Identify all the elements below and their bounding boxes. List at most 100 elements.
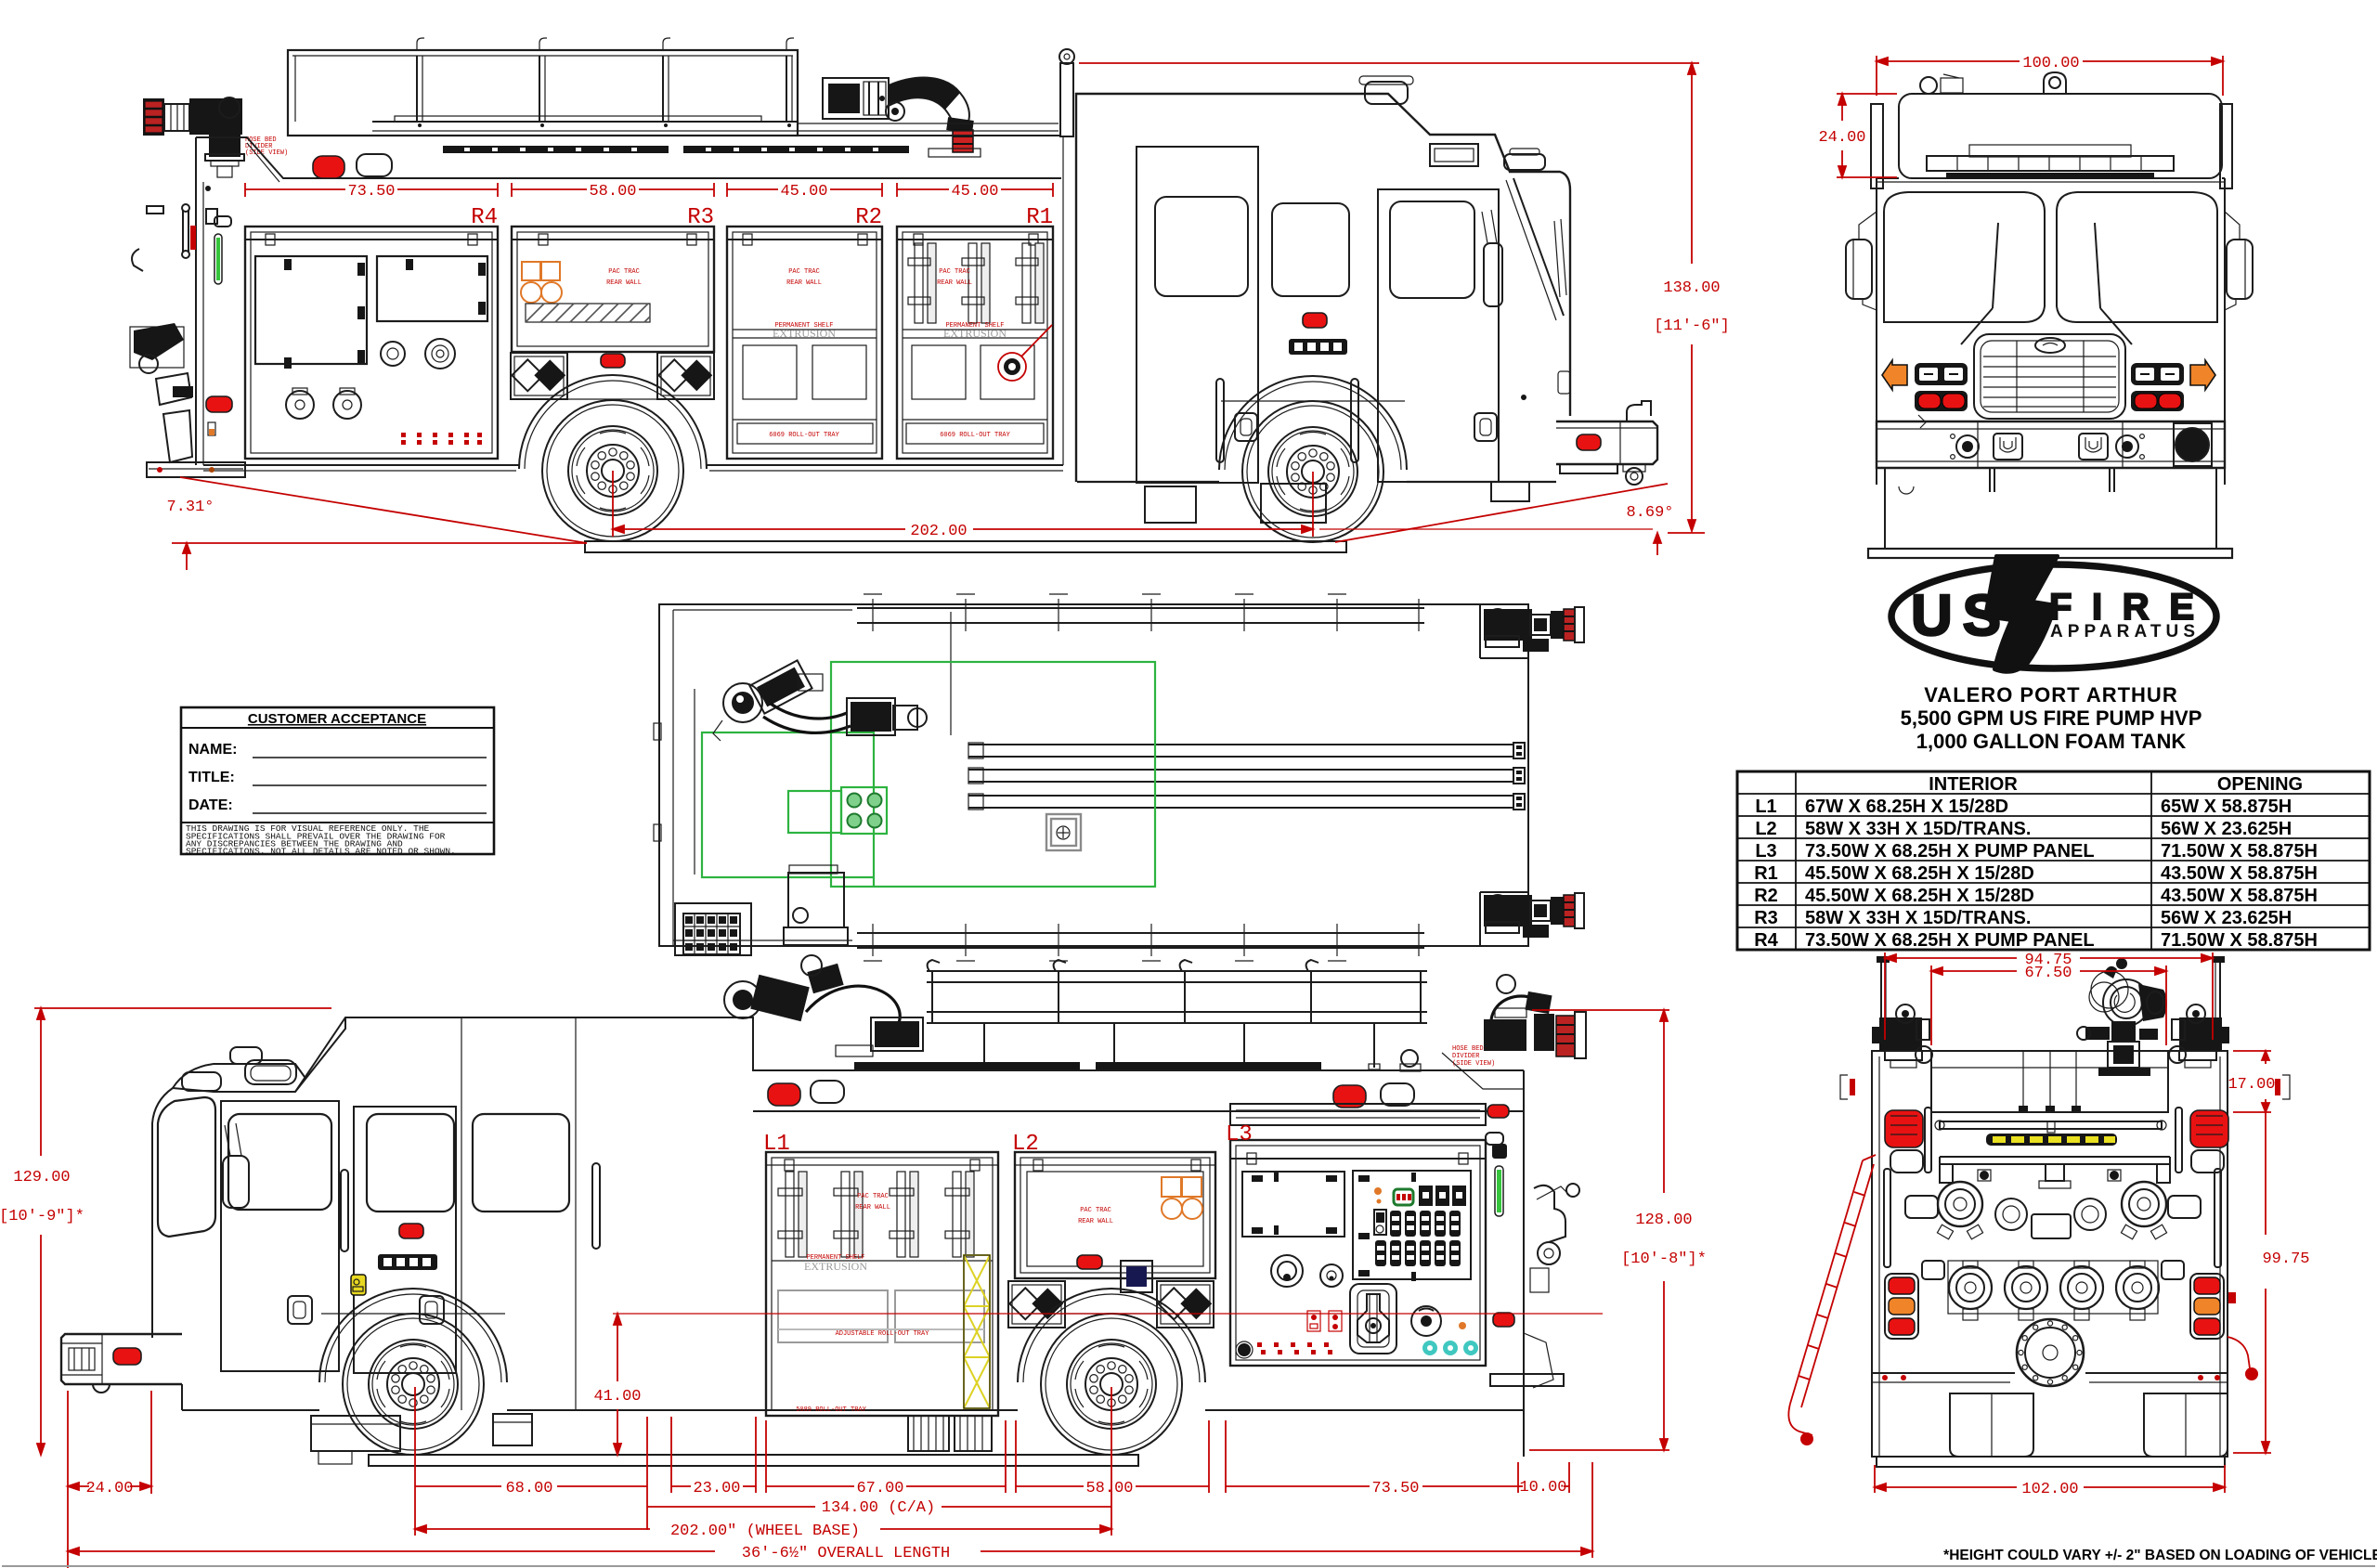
svg-text:56W X 23.625H: 56W X 23.625H xyxy=(2161,819,2292,839)
svg-text:10.00: 10.00 xyxy=(1519,1479,1566,1497)
svg-text:REAR WALL: REAR WALL xyxy=(855,1204,890,1212)
svg-text:94.75: 94.75 xyxy=(2024,952,2072,969)
svg-text:REAR WALL: REAR WALL xyxy=(786,279,822,287)
svg-text:REAR WALL: REAR WALL xyxy=(1078,1218,1113,1225)
svg-text:EXTRUSION: EXTRUSION xyxy=(804,1260,867,1273)
svg-text:R4: R4 xyxy=(471,205,498,230)
svg-text:73.50: 73.50 xyxy=(347,183,395,201)
svg-text:ADJUSTABLE ROLL-OUT TRAY: ADJUSTABLE ROLL-OUT TRAY xyxy=(836,1330,930,1338)
svg-text:ANY DISCREPANCIES BETWEEN THE: ANY DISCREPANCIES BETWEEN THE DRAWING AN… xyxy=(186,839,403,849)
svg-text:L3: L3 xyxy=(1226,1122,1253,1147)
svg-text:EXTRUSION: EXTRUSION xyxy=(943,327,1007,340)
svg-text:102.00: 102.00 xyxy=(2021,1481,2078,1498)
svg-text:APPARATUS: APPARATUS xyxy=(2050,622,2195,641)
svg-text:R3: R3 xyxy=(1754,908,1778,928)
svg-text:[11'-6″]: [11'-6″] xyxy=(1654,317,1730,335)
svg-text:71.50W X 58.875H: 71.50W X 58.875H xyxy=(2161,930,2318,951)
svg-text:24.00: 24.00 xyxy=(1818,129,1865,147)
svg-text:HOSE BED: HOSE BED xyxy=(1452,1045,1484,1053)
svg-text:43.50W X 58.875H: 43.50W X 58.875H xyxy=(2161,886,2318,906)
svg-text:PAC TRAC: PAC TRAC xyxy=(608,268,640,276)
svg-text:5,500 GPM US FIRE PUMP HVP: 5,500 GPM US FIRE PUMP HVP xyxy=(1901,706,2202,730)
svg-text:45.50W X 68.25H X 15/28D: 45.50W X 68.25H X 15/28D xyxy=(1805,886,2034,906)
svg-text:PERMANENT SHELF: PERMANENT SHELF xyxy=(774,322,833,330)
svg-text:PAC TRAC: PAC TRAC xyxy=(788,268,820,276)
svg-text:8.69°: 8.69° xyxy=(1626,504,1673,522)
svg-text:R2: R2 xyxy=(855,205,882,230)
svg-text:*HEIGHT COULD VARY +/- 2" BASE: *HEIGHT COULD VARY +/- 2" BASED ON LOADI… xyxy=(1943,1548,2377,1563)
svg-text:73.50W X 68.25H X PUMP PANEL: 73.50W X 68.25H X PUMP PANEL xyxy=(1805,930,2095,951)
svg-text:SPECIFICATIONS SHALL PREVAIL O: SPECIFICATIONS SHALL PREVAIL OVER THE DR… xyxy=(186,832,446,842)
svg-text:58.00: 58.00 xyxy=(589,183,636,201)
svg-text:PAC TRAC: PAC TRAC xyxy=(939,268,970,276)
svg-text:24.00: 24.00 xyxy=(85,1480,133,1497)
svg-text:41.00: 41.00 xyxy=(593,1388,641,1406)
svg-text:6069 ROLL-OUT TRAY: 6069 ROLL-OUT TRAY xyxy=(769,432,839,439)
svg-text:58W X 33H X 15D/TRANS.: 58W X 33H X 15D/TRANS. xyxy=(1805,908,2031,928)
svg-text:129.00: 129.00 xyxy=(13,1169,70,1186)
svg-text:INTERIOR: INTERIOR xyxy=(1929,774,2018,795)
svg-text:R4: R4 xyxy=(1754,930,1778,951)
svg-text:(SIDE VIEW): (SIDE VIEW) xyxy=(245,149,288,157)
svg-text:6069 ROLL-OUT TRAY: 6069 ROLL-OUT TRAY xyxy=(940,432,1010,439)
svg-text:TITLE:: TITLE: xyxy=(188,770,235,785)
svg-text:OPENING: OPENING xyxy=(2217,774,2303,795)
svg-text:[10'-9″]*: [10'-9″]* xyxy=(0,1208,84,1225)
svg-text:R1: R1 xyxy=(1754,863,1778,884)
svg-text:REAR WALL: REAR WALL xyxy=(606,279,642,287)
svg-text:67W X 68.25H X 15/28D: 67W X 68.25H X 15/28D xyxy=(1805,797,2008,817)
svg-text:R1: R1 xyxy=(1026,205,1053,230)
svg-text:56W X 23.625H: 56W X 23.625H xyxy=(2161,908,2292,928)
svg-text:VALERO PORT ARTHUR: VALERO PORT ARTHUR xyxy=(1924,683,2177,706)
svg-text:67.50: 67.50 xyxy=(2024,965,2072,982)
svg-text:7.31°: 7.31° xyxy=(166,499,214,516)
svg-text:23.00: 23.00 xyxy=(693,1480,740,1497)
svg-text:R3: R3 xyxy=(687,205,714,230)
svg-text:73.50W X 68.25H X PUMP PANEL: 73.50W X 68.25H X PUMP PANEL xyxy=(1805,841,2095,862)
svg-text:65W X 58.875H: 65W X 58.875H xyxy=(2161,797,2292,817)
svg-text:SPECIFICATIONS. NOT ALL DETAIL: SPECIFICATIONS. NOT ALL DETAILS ARE NOTE… xyxy=(186,847,456,857)
svg-text:99.75: 99.75 xyxy=(2262,1251,2309,1268)
svg-text:CUSTOMER ACCEPTANCE: CUSTOMER ACCEPTANCE xyxy=(248,711,426,727)
svg-text:THIS DRAWING IS FOR VISUAL REF: THIS DRAWING IS FOR VISUAL REFERENCE ONL… xyxy=(186,823,430,834)
svg-text:L2: L2 xyxy=(1012,1132,1039,1157)
svg-text:43.50W X 58.875H: 43.50W X 58.875H xyxy=(2161,863,2318,884)
svg-text:45.00: 45.00 xyxy=(780,183,827,201)
svg-text:NAME:: NAME: xyxy=(188,742,237,758)
svg-text:HOSE BED: HOSE BED xyxy=(245,136,277,144)
svg-text:134.00 (C/A): 134.00 (C/A) xyxy=(822,1499,935,1517)
svg-text:73.50: 73.50 xyxy=(1371,1480,1419,1497)
svg-text:100.00: 100.00 xyxy=(2022,55,2079,72)
svg-text:L1: L1 xyxy=(1755,797,1776,817)
svg-text:[10'-8″]*: [10'-8″]* xyxy=(1621,1251,1707,1268)
svg-text:R2: R2 xyxy=(1754,886,1778,906)
svg-text:71.50W X 58.875H: 71.50W X 58.875H xyxy=(2161,841,2318,862)
svg-text:L3: L3 xyxy=(1755,841,1776,862)
svg-text:L2: L2 xyxy=(1755,819,1776,839)
svg-text:68.00: 68.00 xyxy=(505,1480,552,1497)
svg-text:58.00: 58.00 xyxy=(1085,1480,1133,1497)
svg-text:PAC TRAC: PAC TRAC xyxy=(1080,1207,1111,1214)
svg-text:202.00: 202.00 xyxy=(910,523,967,540)
svg-text:36'-6½″ OVERALL LENGTH: 36'-6½″ OVERALL LENGTH xyxy=(742,1545,950,1562)
svg-text:45.50W X 68.25H X 15/28D: 45.50W X 68.25H X 15/28D xyxy=(1805,863,2034,884)
svg-text:PAC TRAC: PAC TRAC xyxy=(857,1193,889,1200)
svg-text:58W X 33H X 15D/TRANS.: 58W X 33H X 15D/TRANS. xyxy=(1805,819,2031,839)
svg-text:PERMANENT SHELF: PERMANENT SHELF xyxy=(945,322,1004,330)
svg-text:L1: L1 xyxy=(763,1132,790,1157)
svg-text:138.00: 138.00 xyxy=(1663,279,1720,297)
svg-text:DIVIDER: DIVIDER xyxy=(1452,1053,1480,1060)
svg-text:17.00: 17.00 xyxy=(2228,1076,2275,1094)
svg-text:DATE:: DATE: xyxy=(188,797,233,813)
svg-text:PERMANENT SHELF: PERMANENT SHELF xyxy=(806,1254,864,1262)
svg-text:REAR WALL: REAR WALL xyxy=(937,279,972,287)
svg-text:1,000 GALLON FOAM TANK: 1,000 GALLON FOAM TANK xyxy=(1916,730,2187,753)
svg-text:EXTRUSION: EXTRUSION xyxy=(773,327,836,340)
svg-text:202.00″ (WHEEL BASE): 202.00″ (WHEEL BASE) xyxy=(670,1523,860,1540)
svg-text:45.00: 45.00 xyxy=(951,183,998,201)
svg-text:(SIDE VIEW): (SIDE VIEW) xyxy=(1452,1060,1495,1068)
svg-text:5089 ROLL-OUT TRAY: 5089 ROLL-OUT TRAY xyxy=(796,1406,866,1414)
svg-text:DIVIDER: DIVIDER xyxy=(245,143,273,150)
svg-text:67.00: 67.00 xyxy=(856,1480,903,1497)
svg-text:128.00: 128.00 xyxy=(1635,1212,1692,1229)
